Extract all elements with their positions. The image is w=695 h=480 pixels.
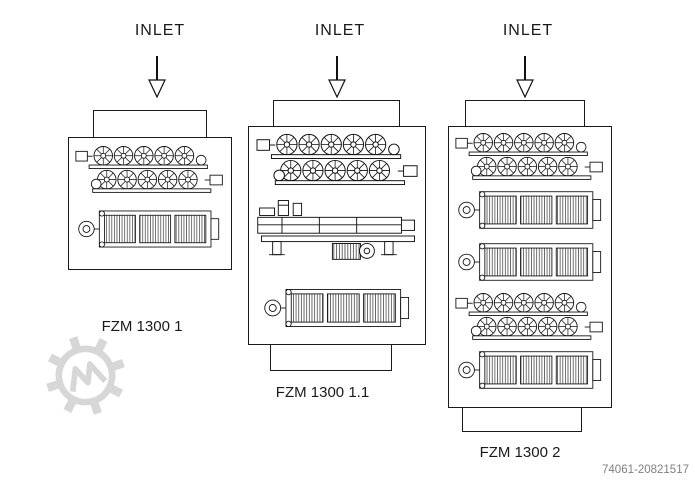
inlet-connector: [465, 100, 585, 127]
disc-mill-drawing: [75, 143, 225, 195]
hatched-roller-unit-drawing: [457, 347, 605, 393]
inlet-connector: [273, 100, 400, 127]
model-label: FZM 1300 2: [479, 444, 561, 461]
outlet-connector: [270, 344, 392, 371]
model-label: FZM 1300 1: [101, 318, 183, 335]
disc-mill-drawing: [455, 291, 605, 341]
inlet-label: INLET: [134, 22, 186, 39]
arrow-down-icon: [147, 56, 167, 98]
disc-mill-drawing: [256, 132, 420, 186]
conveyor-side-view-drawing: [254, 196, 422, 276]
hatched-roller-unit-drawing: [77, 206, 223, 252]
gear-logo-icon: [38, 328, 133, 423]
inlet-label: INLET: [314, 22, 366, 39]
hatched-roller-unit-drawing: [263, 284, 413, 332]
arrow-down-icon: [327, 56, 347, 98]
image-id-text: 74061-20821517: [602, 464, 689, 476]
inlet-label: INLET: [502, 22, 554, 39]
inlet-connector: [93, 110, 207, 138]
disc-mill-drawing: [455, 131, 605, 181]
outlet-connector: [462, 407, 582, 432]
model-label: FZM 1300 1.1: [275, 384, 370, 401]
hatched-roller-unit-drawing: [457, 239, 605, 285]
arrow-down-icon: [515, 56, 535, 98]
hatched-roller-unit-drawing: [457, 187, 605, 233]
